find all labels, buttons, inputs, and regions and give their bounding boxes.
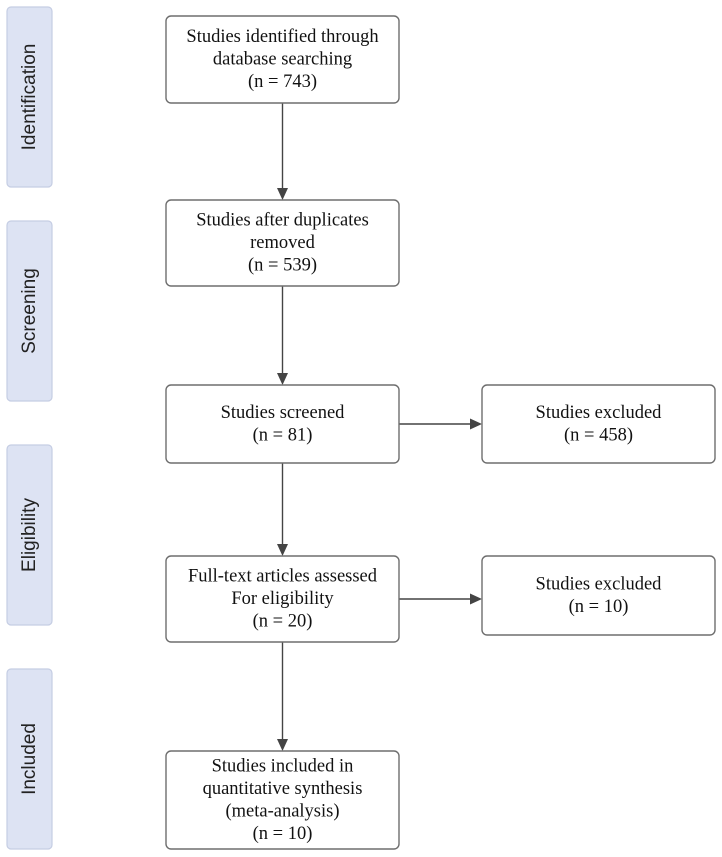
arrow-head — [277, 373, 288, 385]
node-text-line: Studies excluded — [536, 574, 663, 594]
node-text-line: quantitative synthesis — [203, 779, 363, 799]
node-text-line: (n = 20) — [253, 612, 313, 632]
node-box — [481, 384, 716, 464]
node-text-line: Full-text articles assessed — [188, 567, 378, 587]
node-text-line: (n = 81) — [253, 425, 313, 445]
node-layer: Studies identified through database searc… — [165, 15, 716, 850]
node-box — [165, 555, 400, 643]
arrow-head — [470, 418, 482, 430]
node-text-line: (meta-analysis) — [225, 801, 339, 821]
phase-included: Included — [6, 668, 53, 850]
node-excluded-screening: Studies excluded(n = 458) — [481, 384, 716, 464]
phase-label: Eligibility — [19, 498, 40, 572]
node-identified: Studies identified through database searc… — [165, 15, 400, 104]
node-text-line: removed — [250, 233, 315, 253]
edge-arrow — [277, 463, 288, 556]
phase-column: IdentificationScreeningEligibilityInclud… — [6, 6, 53, 850]
node-box — [165, 199, 400, 287]
arrow-head — [470, 593, 482, 605]
arrow-head — [277, 188, 288, 200]
arrow-head — [277, 544, 288, 556]
node-text-line: Studies excluded — [536, 403, 663, 423]
phase-box — [6, 444, 53, 626]
node-included: Studies included in quantitative synthesi… — [165, 750, 400, 850]
edge-arrow — [277, 286, 288, 385]
node-text-line: Studies after duplicates — [196, 211, 369, 231]
edge-arrow — [399, 418, 482, 430]
phase-label: Included — [19, 723, 40, 795]
phase-label: Screening — [19, 268, 40, 354]
phase-identification: Identification — [6, 6, 53, 188]
node-box — [165, 384, 400, 464]
phase-screening: Screening — [6, 220, 53, 402]
edge-arrow — [399, 593, 482, 605]
edge-layer — [277, 103, 482, 751]
node-text-line: For eligibility — [231, 589, 334, 609]
node-box — [165, 15, 400, 104]
node-box — [165, 750, 400, 850]
phase-label: Identification — [19, 44, 40, 151]
phase-box — [6, 668, 53, 850]
node-text-line: (n = 10) — [569, 597, 629, 617]
phase-box — [6, 220, 53, 402]
node-text-line: (n = 539) — [248, 256, 317, 276]
node-text-line: Studies screened — [221, 403, 346, 423]
node-text-line: (n = 10) — [253, 824, 313, 844]
node-text-line: Studies identified through — [186, 27, 378, 47]
node-text-line: Studies included in — [212, 756, 354, 776]
node-text-line: (n = 458) — [564, 425, 633, 445]
edge-arrow — [277, 642, 288, 751]
node-screened: Studies screened(n = 81) — [165, 384, 400, 464]
node-excluded-eligibility: Studies excluded (n = 10) — [481, 555, 716, 636]
arrow-head — [277, 739, 288, 751]
node-box — [481, 555, 716, 636]
node-text-line: database searching — [213, 50, 352, 70]
node-text-line: (n = 743) — [248, 72, 317, 92]
phase-eligibility: Eligibility — [6, 444, 53, 626]
edge-arrow — [277, 103, 288, 200]
phase-box — [6, 6, 53, 188]
